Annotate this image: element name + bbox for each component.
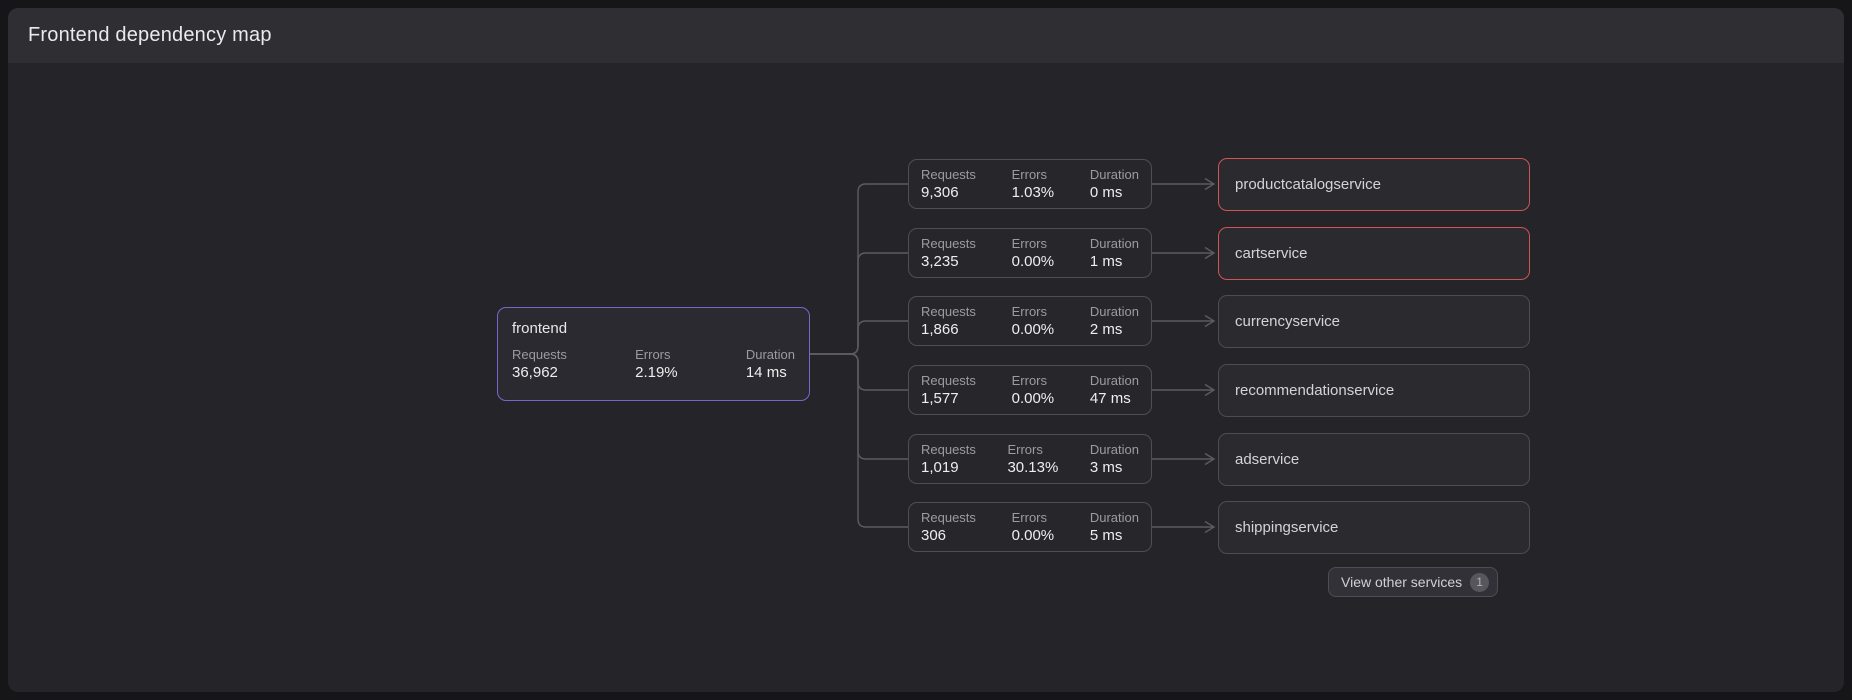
errors-value: 1.03%	[1011, 184, 1055, 201]
edge-stats-cartservice[interactable]: Requests 3,235 Errors 0.00% Duration 1 m…	[908, 228, 1152, 278]
errors-value: 0.00%	[1011, 321, 1055, 338]
edge-stats-recommendationservice[interactable]: Requests 1,577 Errors 0.00% Duration 47 …	[908, 365, 1152, 415]
errors-label: Errors	[635, 347, 671, 362]
service-name: shippingservice	[1235, 519, 1339, 536]
view-other-services-button[interactable]: View other services 1	[1328, 567, 1499, 597]
duration-label: Duration	[1089, 304, 1139, 319]
duration-value: 0 ms	[1089, 184, 1123, 201]
service-name: adservice	[1235, 451, 1300, 468]
errors-label: Errors	[1007, 442, 1043, 457]
service-node-frontend[interactable]: frontend Requests 36,962 Errors 2.19% Du…	[497, 307, 810, 401]
errors-value: 30.13%	[1007, 459, 1059, 476]
service-node-shippingservice[interactable]: shippingservice	[1218, 501, 1530, 554]
service-name: productcatalogservice	[1235, 176, 1381, 193]
service-node-currencyservice[interactable]: currencyservice	[1218, 295, 1530, 348]
errors-value: 0.00%	[1011, 527, 1055, 544]
requests-label: Requests	[921, 236, 976, 251]
requests-label: Requests	[921, 304, 976, 319]
requests-value: 1,577	[921, 390, 959, 407]
errors-label: Errors	[1011, 167, 1047, 182]
duration-label: Duration	[745, 347, 795, 362]
requests-value: 306	[921, 527, 947, 544]
duration-label: Duration	[1089, 373, 1139, 388]
errors-value: 0.00%	[1011, 253, 1055, 270]
edge-stats-adservice[interactable]: Requests 1,019 Errors 30.13% Duration 3 …	[908, 434, 1152, 484]
requests-label: Requests	[921, 167, 976, 182]
panel-header: Frontend dependency map	[8, 8, 1844, 63]
duration-value: 47 ms	[1089, 390, 1131, 407]
dependency-map-canvas[interactable]: frontend Requests 36,962 Errors 2.19% Du…	[8, 8, 1844, 692]
node-title: frontend	[512, 320, 568, 337]
edge-connectors	[810, 177, 1216, 534]
service-name: recommendationservice	[1235, 382, 1395, 399]
errors-label: Errors	[1011, 510, 1047, 525]
requests-value: 1,866	[921, 321, 959, 338]
errors-value: 2.19%	[635, 364, 678, 381]
errors-label: Errors	[1011, 236, 1047, 251]
view-other-services-label: View other services	[1341, 574, 1463, 590]
requests-value: 1,019	[921, 459, 959, 476]
requests-label: Requests	[921, 510, 976, 525]
requests-label: Requests	[512, 347, 567, 362]
service-name: cartservice	[1235, 245, 1308, 262]
edge-stats-productcatalogservice[interactable]: Requests 9,306 Errors 1.03% Duration 0 m…	[908, 159, 1152, 209]
service-name: currencyservice	[1235, 313, 1341, 330]
duration-label: Duration	[1089, 167, 1139, 182]
duration-value: 3 ms	[1089, 459, 1123, 476]
requests-label: Requests	[921, 373, 976, 388]
duration-value: 2 ms	[1089, 321, 1123, 338]
other-services-count-badge: 1	[1470, 572, 1490, 592]
edge-stats-shippingservice[interactable]: Requests 306 Errors 0.00% Duration 5 ms	[908, 502, 1152, 552]
requests-label: Requests	[921, 442, 976, 457]
dependency-map-panel: frontend Requests 36,962 Errors 2.19% Du…	[8, 8, 1844, 692]
requests-value: 3,235	[921, 253, 959, 270]
errors-value: 0.00%	[1011, 390, 1055, 407]
service-node-adservice[interactable]: adservice	[1218, 433, 1530, 486]
errors-label: Errors	[1011, 373, 1047, 388]
requests-value: 9,306	[921, 184, 959, 201]
duration-label: Duration	[1089, 510, 1139, 525]
duration-value: 1 ms	[1089, 253, 1123, 270]
service-node-productcatalogservice[interactable]: productcatalogservice	[1218, 158, 1530, 211]
errors-label: Errors	[1011, 304, 1047, 319]
requests-value: 36,962	[512, 364, 558, 381]
panel-title: Frontend dependency map	[28, 24, 272, 46]
duration-label: Duration	[1089, 442, 1139, 457]
node-stats: Requests 36,962 Errors 2.19% Duration 14…	[512, 347, 795, 381]
service-node-recommendationservice[interactable]: recommendationservice	[1218, 364, 1530, 417]
duration-value: 14 ms	[745, 364, 787, 381]
service-node-cartservice[interactable]: cartservice	[1218, 227, 1530, 280]
edge-stats-currencyservice[interactable]: Requests 1,866 Errors 0.00% Duration 2 m…	[908, 296, 1152, 346]
duration-label: Duration	[1089, 236, 1139, 251]
duration-value: 5 ms	[1089, 527, 1123, 544]
